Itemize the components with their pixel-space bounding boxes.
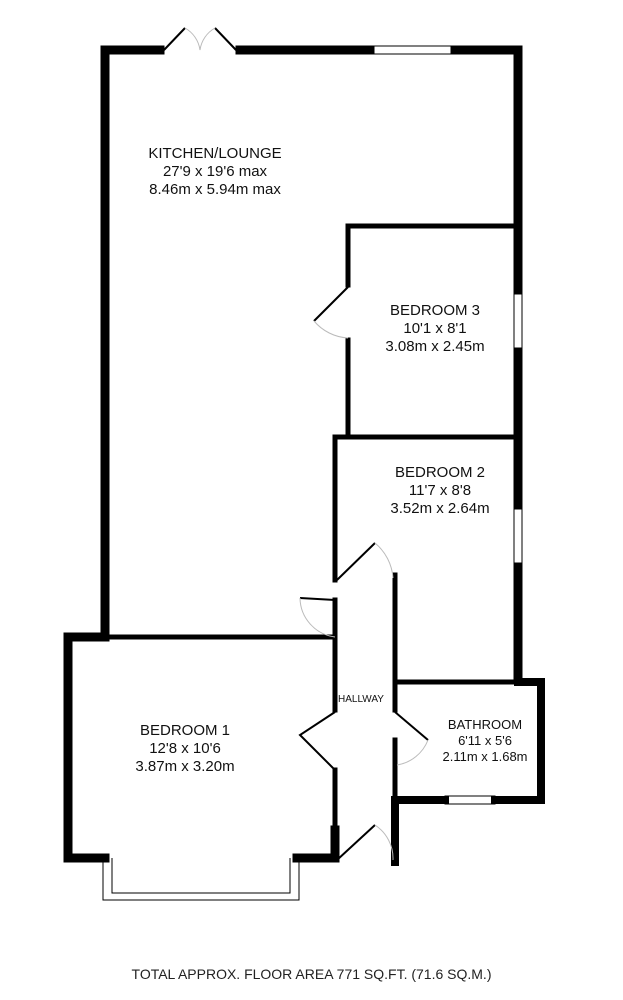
room-label-hallway: HALLWAY [338,694,384,705]
room-label-bedroom-1: BEDROOM 1 12'8 x 10'6 3.87m x 3.20m [115,722,255,776]
room-size-metric: 3.08m x 2.45m [385,338,485,355]
room-size-imperial: 10'1 x 8'1 [403,320,467,337]
room-name: BEDROOM 3 [389,302,480,319]
room-name: KITCHEN/LOUNGE [148,145,282,162]
room-size-metric: 3.87m x 3.20m [135,758,235,775]
room-size-metric: 8.46m x 5.94m max [149,181,281,198]
room-name: BEDROOM 1 [139,722,230,739]
room-name: BATHROOM [447,717,523,732]
room-name: BEDROOM 2 [394,464,485,481]
room-size-metric: 3.52m x 2.64m [390,500,490,517]
walls [63,45,545,866]
room-label-bedroom-3: BEDROOM 3 10'1 x 8'1 3.08m x 2.45m [365,302,505,356]
room-label-bathroom: BATHROOM 6'11 x 5'6 2.11m x 1.68m [430,717,540,765]
total-floor-area: TOTAL APPROX. FLOOR AREA 771 SQ.FT. (71.… [131,966,492,982]
room-size-metric: 2.11m x 1.68m [442,749,528,764]
room-size-imperial: 11'7 x 8'8 [408,482,472,499]
room-label-bedroom-2: BEDROOM 2 11'7 x 8'8 3.52m x 2.64m [370,464,510,518]
room-size-imperial: 27'9 x 19'6 max [162,163,268,180]
room-size-imperial: 6'11 x 5'6 [458,733,512,748]
doors [163,27,429,861]
windows [102,45,523,901]
room-size-imperial: 12'8 x 10'6 [149,740,221,757]
room-label-kitchen-lounge: KITCHEN/LOUNGE 27'9 x 19'6 max 8.46m x 5… [140,145,290,199]
